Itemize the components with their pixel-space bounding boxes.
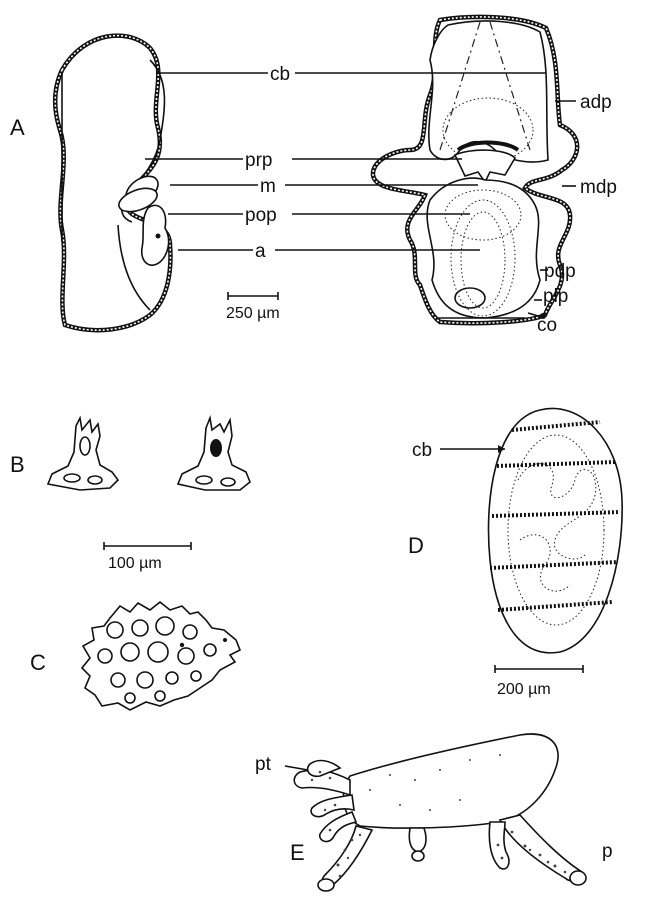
label-a: a	[255, 241, 266, 262]
spicule-left	[48, 418, 118, 490]
scale-bar-b: 100 µm	[104, 542, 191, 572]
label-pdp: pdp	[544, 261, 576, 282]
panel-label-d: D	[408, 533, 424, 558]
label-prp: prp	[245, 150, 272, 171]
label-mdp: mdp	[580, 177, 617, 198]
perforated-plate	[82, 602, 240, 710]
label-p: p	[602, 841, 613, 862]
panel-label-b: B	[10, 452, 25, 477]
label-adp: adp	[580, 92, 612, 113]
svg-text:250 µm: 250 µm	[226, 305, 280, 322]
label-co: co	[537, 315, 557, 336]
spicule-right	[178, 418, 250, 490]
svg-text:100 µm: 100 µm	[108, 555, 162, 572]
panel-label-a: A	[10, 115, 25, 140]
lateral-view-larva	[55, 36, 170, 331]
label-cb: cb	[270, 64, 290, 85]
label-d-cb: cb	[412, 440, 432, 461]
label-plp: plp	[543, 286, 568, 307]
tentacled-animal: pt p	[255, 734, 613, 891]
panel-label-e: E	[290, 840, 305, 865]
svg-text:200 µm: 200 µm	[497, 681, 551, 698]
label-pop: pop	[245, 205, 277, 226]
panel-label-c: C	[30, 650, 46, 675]
label-pt: pt	[255, 754, 272, 775]
scale-bar-a: 250 µm	[226, 292, 280, 322]
label-m: m	[260, 176, 276, 197]
ciliated-larva: cb	[412, 408, 622, 652]
scale-bar-d: 200 µm	[495, 665, 583, 698]
